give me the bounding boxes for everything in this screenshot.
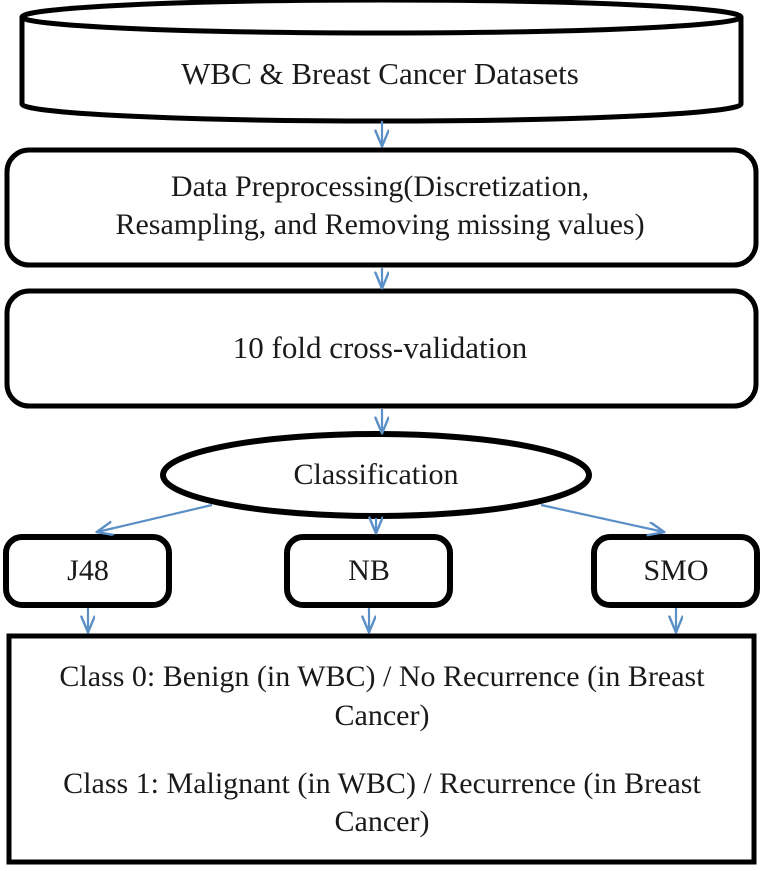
node-data-source[interactable]	[19, 0, 744, 124]
node-preprocessing[interactable]	[4, 147, 759, 268]
node-classifier-nb[interactable]	[284, 534, 453, 608]
node-classification[interactable]	[160, 431, 592, 519]
node-cross-validation[interactable]	[4, 288, 759, 409]
edge-classification-to-j48	[97, 503, 213, 532]
node-classifier-j48[interactable]	[3, 534, 172, 608]
edge-classification-to-smo	[540, 503, 664, 532]
node-classifier-smo[interactable]	[591, 534, 760, 608]
node-results[interactable]	[6, 633, 757, 865]
